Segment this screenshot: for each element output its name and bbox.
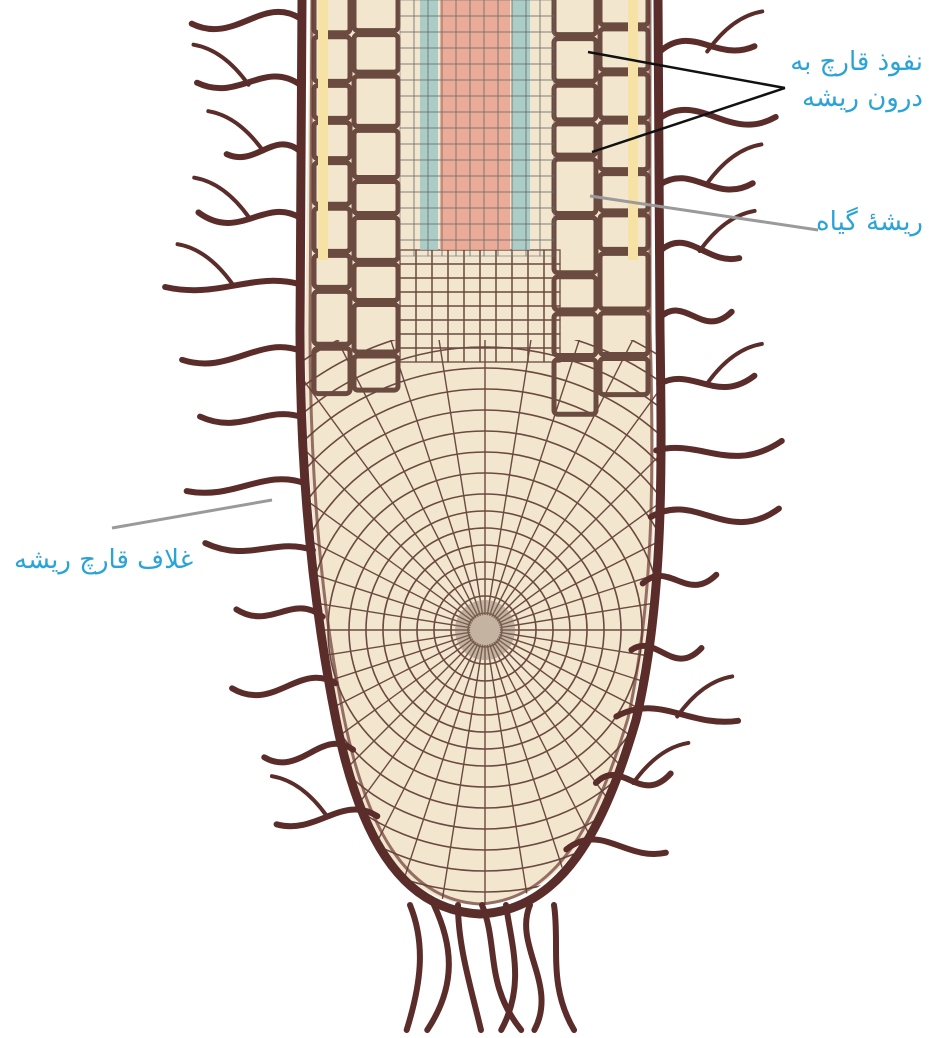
fungal-hypha xyxy=(660,311,732,322)
fungal-hypha xyxy=(656,441,782,456)
plant-root-body xyxy=(65,0,905,1038)
label-fungal-root-sheath: غلاف قارچ ریشه xyxy=(14,542,193,578)
fungal-hypha-tip xyxy=(407,905,420,1030)
label-fungal-penetration-line2: درون ریشه xyxy=(790,80,923,116)
fungal-hypha xyxy=(205,543,313,551)
label-fungal-penetration: نفوذ قارچ به درون ریشه xyxy=(790,44,923,116)
fungal-hypha-tip xyxy=(554,905,574,1030)
pericycle-left xyxy=(318,0,328,260)
fungal-hypha-branch xyxy=(178,244,233,284)
label-fungal-penetration-line1: نفوذ قارچ به xyxy=(790,44,923,80)
fungal-hypha-tip xyxy=(458,905,481,1030)
fungal-hypha-branch xyxy=(208,111,263,151)
fungal-hypha xyxy=(200,414,302,423)
fungal-hypha-tip xyxy=(526,905,541,1030)
fungal-hypha-branch xyxy=(194,45,249,85)
fungal-hypha xyxy=(651,509,779,522)
fungal-hypha-branch xyxy=(677,676,732,716)
fungal-hypha-branch xyxy=(272,776,327,816)
fungal-hypha-tip xyxy=(427,905,449,1030)
fungal-hypha xyxy=(182,347,300,363)
fungal-hypha xyxy=(232,678,335,695)
phloem-left xyxy=(420,0,438,250)
phloem-right xyxy=(512,0,530,250)
pointer-fungal-sheath xyxy=(112,500,272,528)
quiescent-center xyxy=(455,600,515,660)
xylem-core xyxy=(440,0,510,250)
fungal-hypha xyxy=(192,12,300,29)
fungal-hypha xyxy=(187,479,306,493)
fungal-hypha-branch xyxy=(633,743,688,783)
pericycle-right xyxy=(628,0,638,260)
label-plant-root: ریشهٔ گیاه xyxy=(816,204,923,240)
fungal-hypha xyxy=(236,608,322,616)
fungal-hypha-tip xyxy=(501,905,515,1030)
fungal-hypha-branch xyxy=(706,144,761,184)
